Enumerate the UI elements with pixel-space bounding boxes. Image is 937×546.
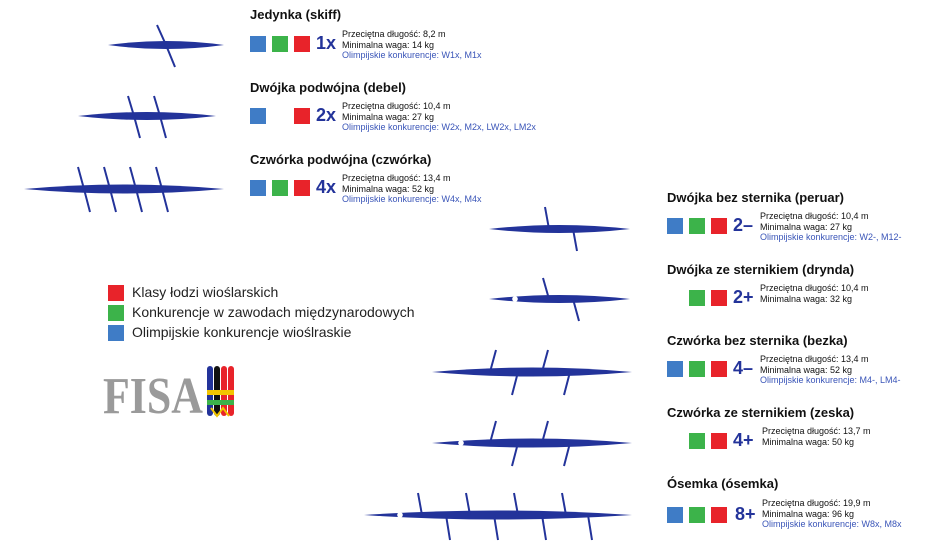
sq-red bbox=[711, 218, 727, 234]
avg-length: Przeciętna długość: 13,7 m bbox=[762, 426, 871, 436]
olympic-events: Olimpijskie konkurencje: W2x, M2x, LW2x,… bbox=[342, 122, 536, 132]
min-weight: Minimalna waga: 50 kg bbox=[762, 436, 855, 447]
sq-red bbox=[711, 433, 727, 449]
boat-code: 2– bbox=[733, 215, 754, 235]
sq-green bbox=[272, 180, 288, 196]
boat-info: Przeciętna długość: 19,9 m Minimalna wag… bbox=[762, 498, 902, 530]
boat-info: Przeciętna długość: 8,2 m Minimalna waga… bbox=[342, 29, 482, 61]
sq-green bbox=[689, 433, 705, 449]
sq-red bbox=[294, 108, 310, 124]
boat-illustration-pair bbox=[487, 205, 632, 253]
boat-info: Przeciętna długość: 13,4 m Minimalna wag… bbox=[760, 354, 901, 386]
boat-code: 2x bbox=[316, 105, 337, 125]
sq-red bbox=[294, 36, 310, 52]
boat-illustration-coxed-four bbox=[430, 419, 634, 469]
fisa-logo: FISA bbox=[103, 364, 243, 425]
boat-illustration-coxed-pair bbox=[487, 276, 632, 324]
sq-blue bbox=[667, 361, 683, 377]
boat-title: Czwórka podwójna (czwórka) bbox=[250, 152, 432, 167]
boat-title: Czwórka bez sternika (bezka) bbox=[667, 333, 848, 348]
boat-illustration-skiff bbox=[106, 22, 226, 68]
olympic-events: Olimpijskie konkurencje: W2-, M12- bbox=[760, 232, 902, 242]
boat-info: Przeciętna długość: 10,4 m Minimalna wag… bbox=[760, 211, 902, 243]
sq-blue bbox=[667, 507, 683, 523]
avg-length: Przeciętna długość: 13,4 m bbox=[760, 354, 869, 364]
boat-illustration-double-sculls bbox=[76, 94, 218, 140]
sq-green bbox=[689, 290, 705, 306]
boat-info: Przeciętna długość: 10,4 m Minimalna wag… bbox=[760, 283, 869, 304]
legend-label: Klasy łodzi wioślarskich bbox=[132, 284, 279, 300]
sq-red bbox=[711, 290, 727, 306]
sq-green bbox=[689, 507, 705, 523]
sq-red bbox=[711, 507, 727, 523]
avg-length: Przeciętna długość: 10,4 m bbox=[760, 283, 869, 293]
boat-title: Dwójka podwójna (debel) bbox=[250, 80, 407, 95]
min-weight: Minimalna waga: 14 kg bbox=[342, 39, 435, 50]
min-weight: Minimalna waga: 27 kg bbox=[342, 111, 435, 122]
boat-code: 1x bbox=[316, 33, 337, 53]
sq-green bbox=[272, 36, 288, 52]
boat-title: Ósemka (ósemka) bbox=[667, 476, 779, 491]
olympic-events: Olimpijskie konkurencje: W8x, M8x bbox=[762, 519, 902, 529]
olympic-events: Olimpijskie konkurencje: M4-, LM4- bbox=[760, 375, 901, 385]
sq-green bbox=[689, 218, 705, 234]
legend-label: Konkurencje w zawodach międzynarodowych bbox=[132, 304, 415, 320]
boat-code: 4– bbox=[733, 358, 754, 378]
boat-title: Jedynka (skiff) bbox=[250, 7, 342, 22]
avg-length: Przeciętna długość: 8,2 m bbox=[342, 29, 446, 39]
min-weight: Minimalna waga: 52 kg bbox=[342, 183, 435, 194]
avg-length: Przeciętna długość: 10,4 m bbox=[342, 101, 451, 111]
boat-code: 8+ bbox=[735, 504, 756, 524]
boat-info: Przeciętna długość: 10,4 m Minimalna wag… bbox=[342, 101, 536, 133]
legend-label: Olimpijskie konkurencje wioślraskie bbox=[132, 324, 352, 340]
avg-length: Przeciętna długość: 13,4 m bbox=[342, 173, 451, 183]
min-weight: Minimalna waga: 27 kg bbox=[760, 221, 853, 232]
boat-illustration-eight bbox=[362, 490, 634, 544]
legend-swatch-red bbox=[108, 285, 124, 301]
legend-swatch-blue bbox=[108, 325, 124, 341]
boat-title: Dwójka bez sternika (peruar) bbox=[667, 190, 844, 205]
boat-code: 2+ bbox=[733, 287, 754, 307]
avg-length: Przeciętna długość: 10,4 m bbox=[760, 211, 869, 221]
boat-title: Dwójka ze sternikiem (drynda) bbox=[667, 262, 855, 277]
boat-info: Przeciętna długość: 13,7 m Minimalna wag… bbox=[762, 426, 871, 447]
sq-red bbox=[711, 361, 727, 377]
boat-code: 4x bbox=[316, 177, 337, 197]
sq-red bbox=[294, 180, 310, 196]
olympic-events: Olimpijskie konkurencje: W1x, M1x bbox=[342, 50, 482, 60]
legend-swatch-green bbox=[108, 305, 124, 321]
min-weight: Minimalna waga: 32 kg bbox=[760, 293, 853, 304]
boat-info: Przeciętna długość: 13,4 m Minimalna wag… bbox=[342, 173, 482, 205]
sq-blue bbox=[250, 108, 266, 124]
sq-blue bbox=[250, 180, 266, 196]
logo-text: FISA bbox=[103, 368, 203, 420]
olympic-events: Olimpijskie konkurencje: W4x, M4x bbox=[342, 194, 482, 204]
oars-icon bbox=[207, 366, 234, 418]
boat-illustration-quad-sculls bbox=[22, 165, 226, 215]
min-weight: Minimalna waga: 52 kg bbox=[760, 364, 853, 375]
boat-illustration-four bbox=[430, 348, 634, 398]
boat-code: 4+ bbox=[733, 430, 754, 450]
sq-blue bbox=[667, 218, 683, 234]
boat-title: Czwórka ze sternikiem (zeska) bbox=[667, 405, 855, 420]
sq-blue bbox=[250, 36, 266, 52]
sq-green bbox=[689, 361, 705, 377]
avg-length: Przeciętna długość: 19,9 m bbox=[762, 498, 871, 508]
min-weight: Minimalna waga: 96 kg bbox=[762, 508, 855, 519]
